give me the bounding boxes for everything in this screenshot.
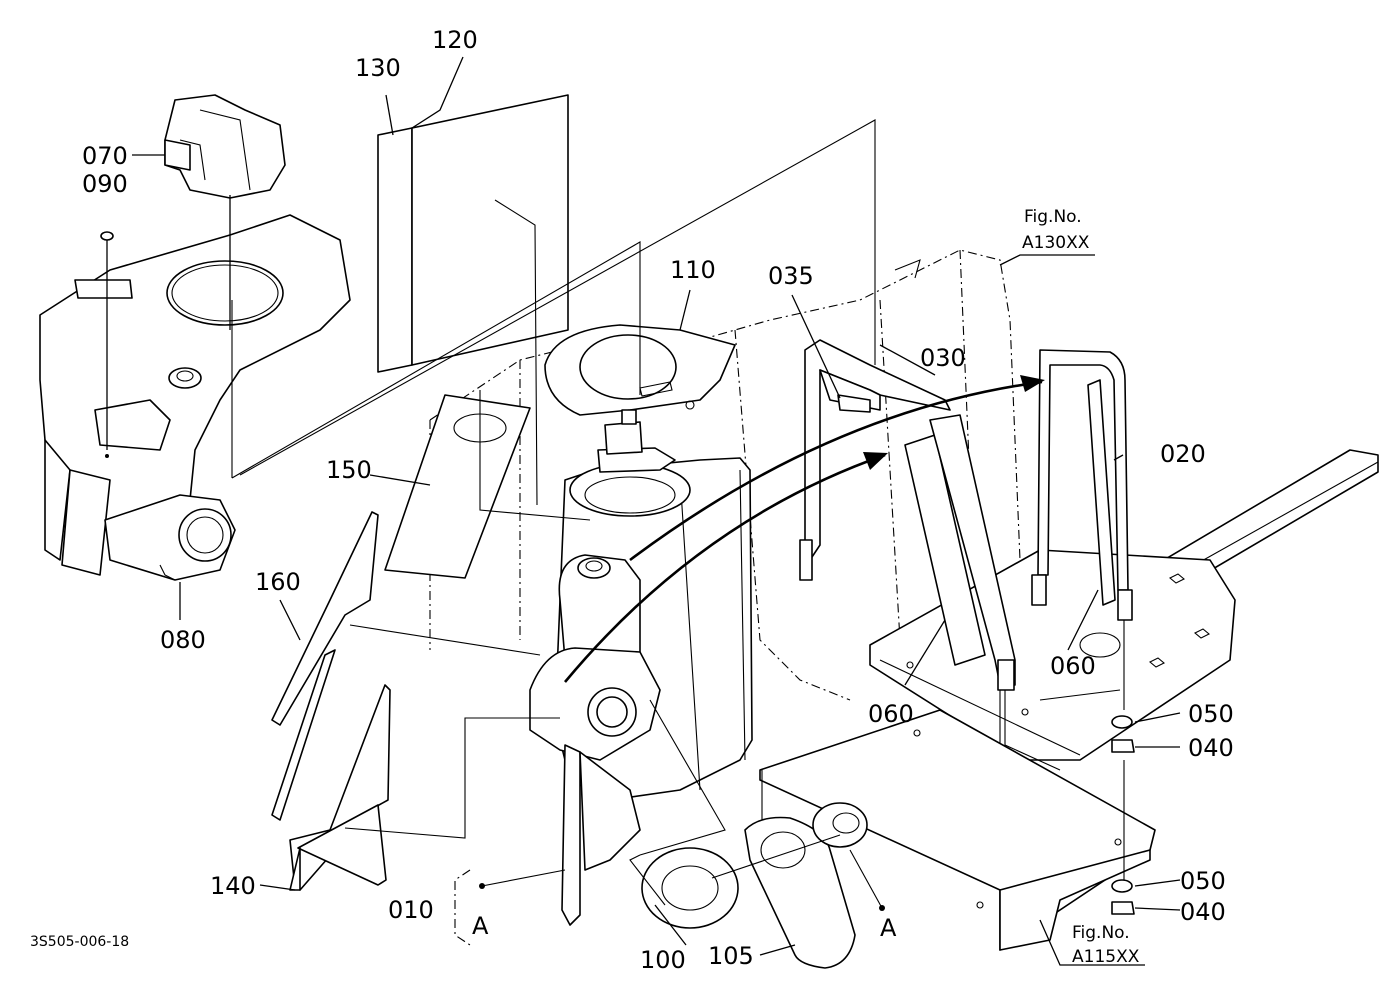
part-140-pads (289, 684, 391, 891)
part-030-strap (929, 414, 1016, 691)
part-020-strap (1031, 349, 1133, 621)
filler-cap (812, 802, 868, 848)
fig-ref-bottom-line2: A115XX (1072, 947, 1140, 967)
ref-a-left: A (472, 912, 489, 940)
callout-100: 100 (640, 946, 686, 974)
part-030-bracket (799, 339, 951, 581)
callout-060-left: 060 (868, 700, 914, 728)
ref-a-right: A (880, 914, 897, 942)
callout-020: 020 (1160, 440, 1206, 468)
small-fasteners (100, 231, 114, 458)
leader-lines (106, 56, 1181, 966)
callout-labels: 120 130 070 090 110 035 030 020 150 160 … (82, 26, 1234, 974)
drawing-code: 3S505-006-18 (30, 934, 129, 950)
callout-160: 160 (255, 568, 301, 596)
callout-060-right: 060 (1050, 652, 1096, 680)
part-130-sheet (377, 127, 413, 373)
part-070-filler-neck (164, 94, 286, 199)
support-plate-lower (759, 709, 1156, 951)
part-010-fuel-tank (529, 409, 753, 926)
callout-090: 090 (82, 170, 128, 198)
figure-references: Fig.No. A130XX Fig.No. A115XX (1022, 207, 1140, 967)
part-060-strip-left (904, 434, 986, 666)
callout-040-upper: 040 (1188, 734, 1234, 762)
fig-ref-top-line2: A130XX (1022, 233, 1090, 253)
callout-140: 140 (210, 872, 256, 900)
callout-150: 150 (326, 456, 372, 484)
callout-050-lower: 050 (1180, 867, 1226, 895)
left-tank-section (39, 214, 351, 581)
callout-030: 030 (920, 344, 966, 372)
callout-120: 120 (432, 26, 478, 54)
part-160-pads (271, 511, 379, 821)
callout-070: 070 (82, 142, 128, 170)
part-105-cover (744, 816, 856, 969)
fig-ref-bottom-line1: Fig.No. (1072, 923, 1130, 943)
callout-010: 010 (388, 896, 434, 924)
part-120-sheet (411, 94, 569, 366)
part-100-ring (641, 847, 739, 929)
callout-040-lower: 040 (1180, 898, 1226, 926)
callout-080: 080 (160, 626, 206, 654)
callout-050-upper: 050 (1188, 700, 1234, 728)
callout-130: 130 (355, 54, 401, 82)
assembly-arrows (564, 375, 1045, 683)
part-150-plate (384, 394, 531, 579)
fig-ref-top-line1: Fig.No. (1024, 207, 1082, 227)
callout-110: 110 (670, 256, 716, 284)
callout-035: 035 (768, 262, 814, 290)
callout-105: 105 (708, 942, 754, 970)
mounting-bolts (1111, 620, 1135, 915)
